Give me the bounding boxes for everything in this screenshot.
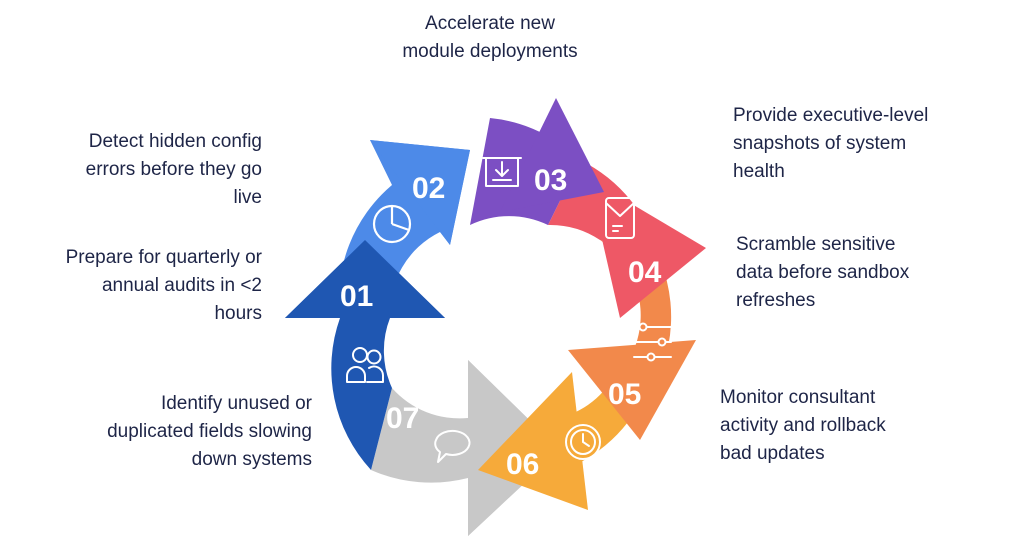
envelope-icon [605, 197, 635, 239]
step-number-06: 06 [506, 448, 539, 481]
step-text-04: Provide executive-level snapshots of sys… [733, 105, 929, 182]
step-text-07: Identify unused or duplicated fields slo… [107, 393, 312, 470]
arrowhead-03 [500, 98, 604, 212]
clock-icon [565, 424, 601, 460]
users-icon [346, 347, 384, 383]
step-number-04: 04 [628, 256, 662, 289]
download-box-icon [482, 157, 522, 187]
arrowhead-06 [478, 372, 588, 510]
step-number-07: 07 [386, 402, 419, 435]
arrowhead-02 [370, 140, 470, 245]
step-number-03: 03 [534, 164, 567, 197]
step-number-05: 05 [608, 378, 641, 411]
step-number-01: 01 [340, 280, 373, 313]
step-text-06: Monitor consultant activity and rollback… [720, 387, 886, 464]
chat-bubble-icon [434, 429, 471, 463]
pie-chart-icon [372, 204, 412, 244]
step-text-03: Accelerate new module deployments [402, 13, 578, 62]
step-text-02: Detect hidden config errors before they … [85, 131, 262, 208]
step-number-02: 02 [412, 172, 445, 205]
step-text-05: Scramble sensitive data before sandbox r… [736, 234, 910, 311]
step-text-01: Prepare for quarterly or annual audits i… [65, 247, 262, 324]
arrowhead-01 [285, 240, 445, 318]
arrowhead-05 [568, 340, 696, 440]
sliders-icon [633, 322, 672, 362]
